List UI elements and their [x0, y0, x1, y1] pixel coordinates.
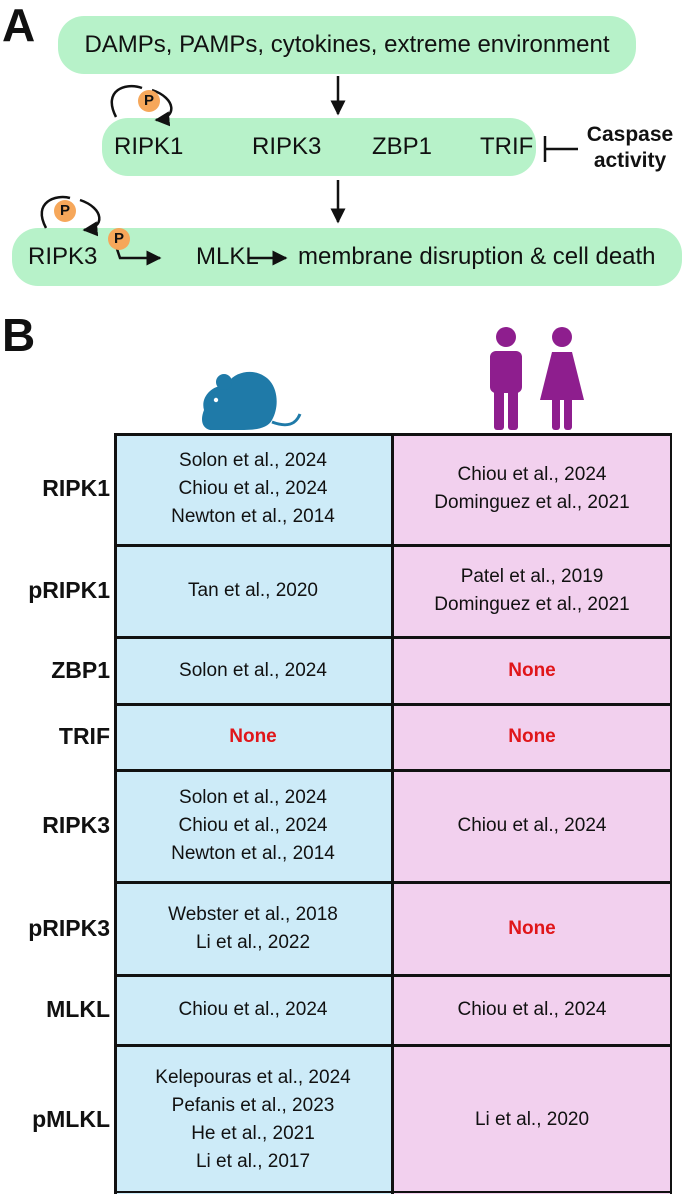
stimuli-text: DAMPs, PAMPs, cytokines, extreme environ… [84, 31, 610, 58]
sensor-box: RIPK1 RIPK3 ZBP1 TRIF [102, 118, 536, 176]
reference: Solon et al., 2024 [179, 787, 327, 808]
sensor-trif: TRIF [480, 133, 534, 160]
reference: Tan et al., 2020 [188, 580, 318, 601]
phospho-badge-ripk1: P [138, 90, 160, 112]
caspase-line1: Caspase [586, 123, 674, 146]
row-label-zbp1: ZBP1 [51, 656, 110, 683]
reference: Chiou et al., 2024 [457, 464, 607, 485]
reference: Chiou et al., 2024 [178, 815, 328, 836]
table-right-border [669, 433, 672, 1194]
reference: Solon et al., 2024 [179, 659, 327, 681]
panel-a-arrows [40, 76, 578, 266]
none-label: None [229, 726, 277, 747]
row-label-pripk3: pRIPK3 [28, 914, 110, 941]
execution-ripk3: RIPK3 [28, 243, 98, 270]
reference: Li et al., 2020 [474, 1108, 590, 1130]
table-column-divider [391, 433, 394, 1194]
mouse-icon [202, 371, 302, 430]
caspase-label: Caspase activity [580, 122, 680, 174]
cell-trif-mouse: None [114, 704, 392, 770]
cell-pmlkl-human: Li et al., 2020 [392, 1045, 672, 1194]
autophos-loop-ripk1 [110, 84, 173, 120]
reference: Li et al., 2017 [195, 1150, 311, 1172]
cell-pripk3-human: None [392, 882, 672, 975]
reference: Newton et al., 2014 [171, 506, 335, 527]
reference: Webster et al., 2018 [168, 903, 338, 925]
cell-pripk3-mouse: Webster et al., 2018 Li et al., 2022 [114, 882, 392, 975]
sensor-ripk1: RIPK1 [114, 133, 184, 160]
reference: Patel et al., 2019 [460, 566, 604, 587]
row-label-pripk1: pRIPK1 [28, 577, 110, 603]
reference: Dominguez et al., 2021 [434, 492, 630, 513]
reference: Li et al., 2022 [195, 931, 311, 953]
none-label: None [508, 726, 556, 747]
reference: Chiou et al., 2024 [457, 999, 607, 1020]
reference: Chiou et al., 2024 [457, 815, 607, 836]
cell-mlkl-mouse: Chiou et al., 2024 [114, 975, 392, 1045]
cell-mlkl-human: Chiou et al., 2024 [392, 975, 672, 1045]
cell-ripk3-human: Chiou et al., 2024 [392, 770, 672, 882]
none-label: None [508, 659, 556, 681]
row-label-mlkl: MLKL [46, 996, 110, 1022]
stimuli-box: DAMPs, PAMPs, cytokines, extreme environ… [58, 16, 636, 74]
reference: Kelepouras et al., 2024 [155, 1066, 351, 1088]
execution-mlkl: MLKL [196, 243, 259, 270]
sensor-ripk3: RIPK3 [252, 133, 322, 160]
arrow-ripk3-to-mlkl [114, 245, 162, 266]
row-label-pmlkl: pMLKL [32, 1105, 110, 1132]
cell-trif-human: None [392, 704, 672, 770]
panel-b-letter: B [2, 309, 36, 361]
reference: He et al., 2021 [191, 1122, 315, 1144]
cell-zbp1-human: None [392, 637, 672, 704]
row-label-ripk1: RIPK1 [42, 475, 110, 501]
reference: Solon et al., 2024 [179, 450, 327, 471]
caspase-line2: activity [593, 149, 667, 172]
none-label: None [508, 917, 556, 939]
reference: Dominguez et al., 2021 [434, 594, 630, 615]
cell-pripk1-mouse: Tan et al., 2020 [114, 545, 392, 637]
human-icon [490, 327, 584, 430]
row-label-ripk3: RIPK3 [42, 812, 110, 838]
phospho-badge-ripk3: P [54, 200, 76, 222]
cell-zbp1-mouse: Solon et al., 2024 [114, 637, 392, 704]
phospho-badge-mlkl: P [108, 228, 130, 250]
panel-a-letter: A [2, 0, 36, 51]
table-left-border [114, 433, 117, 1194]
reference: Pefanis et al., 2023 [171, 1094, 335, 1116]
sensor-zbp1: ZBP1 [372, 133, 433, 160]
row-label-trif: TRIF [58, 723, 110, 749]
reference: Newton et al., 2014 [171, 843, 335, 864]
reference: Chiou et al., 2024 [178, 999, 328, 1020]
reference: Chiou et al., 2024 [178, 478, 328, 499]
execution-outcome: membrane disruption & cell death [298, 243, 656, 270]
autophos-loop-ripk3 [40, 195, 101, 230]
